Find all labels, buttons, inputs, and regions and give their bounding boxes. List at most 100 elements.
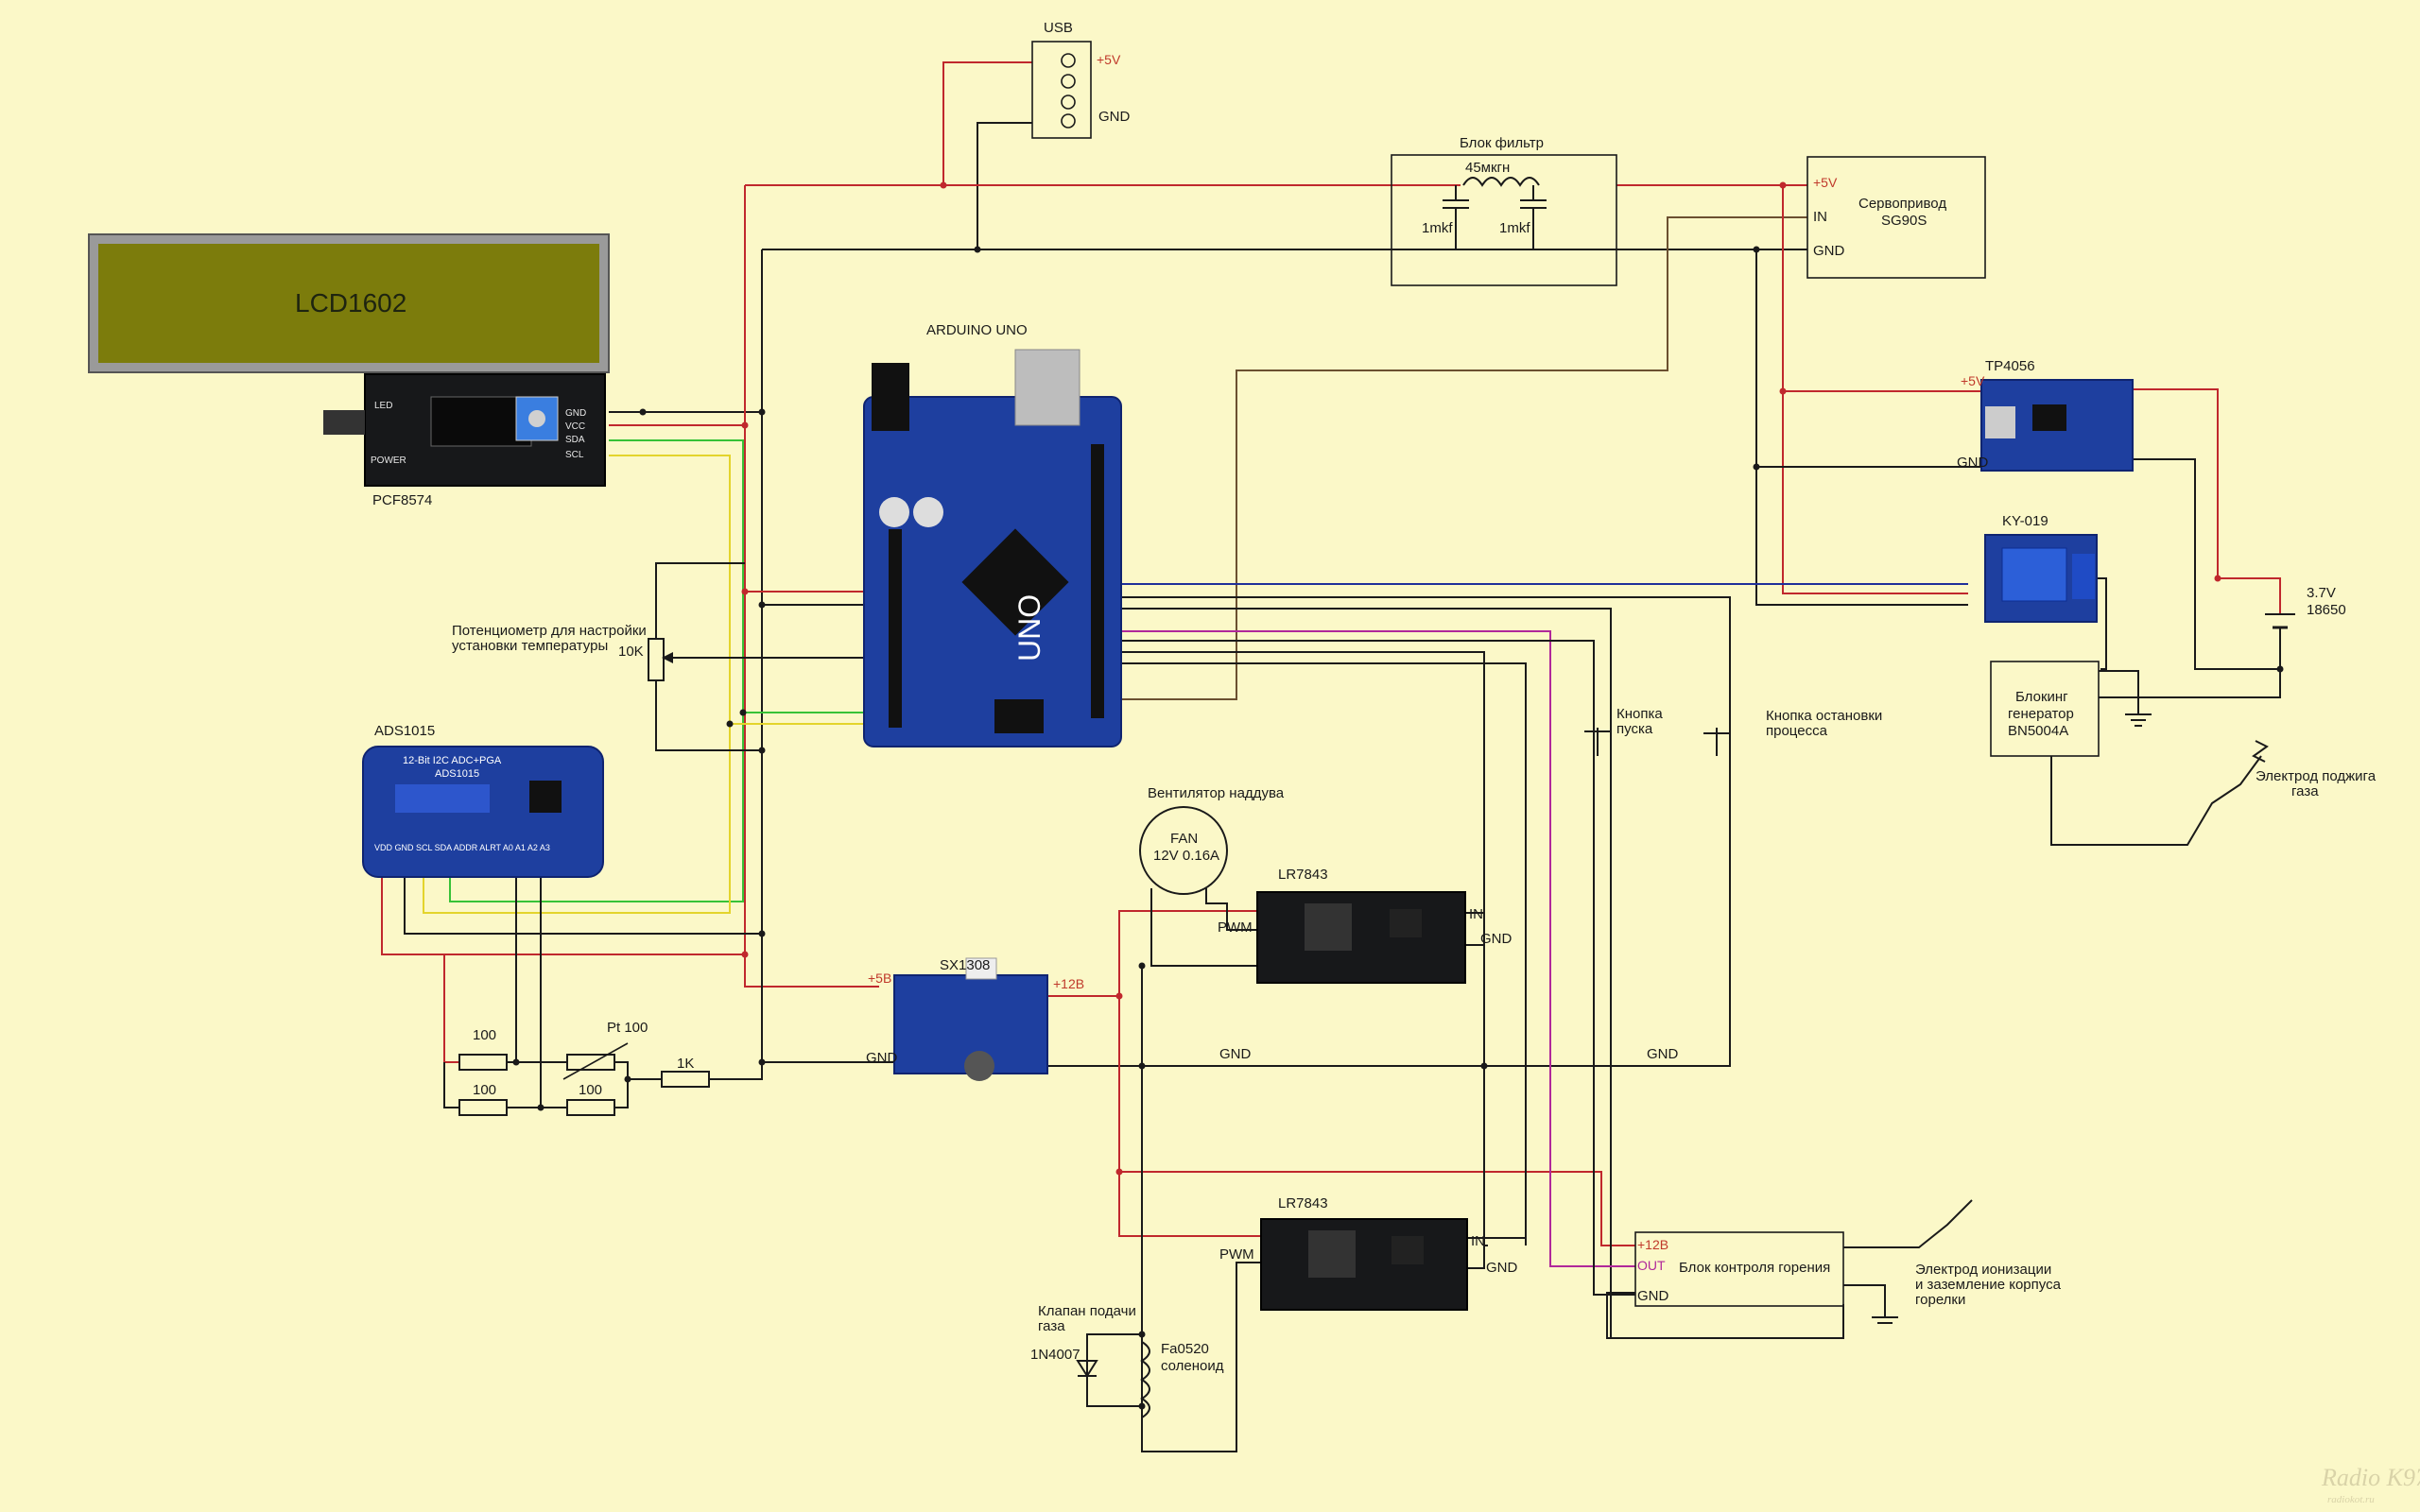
wire-bn-electrode xyxy=(2050,755,2262,846)
pcf-sda-label: SDA xyxy=(565,435,585,445)
wire-12v xyxy=(1047,995,1635,1246)
wire-fan-to-mosfet xyxy=(1205,888,1270,931)
wire-tp-out-plus xyxy=(2133,388,2281,614)
inductor-label: 45мкгн xyxy=(1465,160,1510,176)
wire-5v-left-trunk xyxy=(744,185,879,988)
ion-line1: Электрод ионизации xyxy=(1915,1262,2051,1278)
fan-line1: FAN xyxy=(1170,831,1198,847)
tp4056-module: TP4056 +5V GND xyxy=(1957,358,2134,472)
wire-ky-out xyxy=(2097,577,2107,670)
blocking-line3: BN5004A xyxy=(2008,723,2068,739)
sx1308-label: SX1308 xyxy=(940,957,990,973)
btn-start-line1: Кнопка xyxy=(1616,706,1663,722)
sx-5v-label: +5В xyxy=(868,971,891,986)
ads-board-line2: ADS1015 xyxy=(435,768,479,780)
gnd-mid-label: GND xyxy=(1219,1046,1252,1062)
flame-title: Блок контроля горения xyxy=(1679,1260,1830,1276)
filter-block: Блок фильтр 45мкгн 1mkf 1mkf xyxy=(1391,135,1617,286)
wire-m2-gnd xyxy=(1465,1066,1485,1269)
pot-value-label: 10K xyxy=(618,644,644,660)
wire-mosfet1-in xyxy=(1104,662,1527,1246)
sx-12v-label: +12В xyxy=(1053,976,1084,991)
wire-ref-1k xyxy=(709,1070,763,1080)
arduino-label: ARDUINO UNO xyxy=(926,322,1028,338)
wire-btn-start xyxy=(1104,608,1612,718)
wire-lcd-sda xyxy=(449,439,744,902)
valve-line1: Клапан подачи xyxy=(1038,1303,1136,1319)
ion-line3: горелки xyxy=(1915,1292,1965,1308)
flame-gnd-label: GND xyxy=(1637,1288,1669,1304)
ky019-relay-module: KY-019 xyxy=(1984,513,2098,623)
flame-out-label: OUT xyxy=(1637,1258,1666,1273)
tp-5v-label: +5V xyxy=(1961,373,1985,388)
inductor-icon xyxy=(1462,177,1540,187)
wire-btn-start-down xyxy=(1610,756,1615,1339)
ky019-label: KY-019 xyxy=(2002,513,2048,529)
resistor-icon xyxy=(566,1099,615,1116)
valve-line2: газа xyxy=(1038,1318,1065,1334)
btn-start-line2: пуска xyxy=(1616,721,1653,737)
wire-bn-gnd xyxy=(2099,696,2139,714)
servo-gnd-label: GND xyxy=(1813,243,1845,259)
fan-title: Вентилятор наддува xyxy=(1148,785,1285,801)
sx-gnd-label: GND xyxy=(866,1050,898,1066)
resistor-icon xyxy=(458,1054,508,1071)
wire-m1-in xyxy=(1461,652,1485,914)
ads1015-module: 12-Bit I2C ADC+PGA ADS1015 VDD GND SCL S… xyxy=(362,723,604,878)
btn-stop-line1: Кнопка остановки xyxy=(1766,708,1882,724)
flame-12v-label: +12В xyxy=(1637,1237,1668,1252)
sx1308-boost-converter: SX1308 +5В +12В GND xyxy=(866,957,1084,1081)
wire-flame-ion xyxy=(1843,1199,1973,1248)
wire-ref-pt xyxy=(614,1061,662,1080)
wire-flame-gnd xyxy=(1606,1292,1844,1339)
capacitor-icon xyxy=(1520,185,1547,249)
tp4056-label: TP4056 xyxy=(1985,358,2035,374)
lr1-in-label: IN xyxy=(1469,906,1483,922)
resistor-icon xyxy=(562,1042,629,1080)
battery-label-line1: 3.7V xyxy=(2307,585,2336,601)
resistor-icon xyxy=(661,1071,710,1088)
wire-battery-to-bn xyxy=(2099,669,2281,698)
lr1-label: LR7843 xyxy=(1278,867,1328,883)
wire-pot-top xyxy=(655,562,745,639)
r100b-label: 100 xyxy=(473,1082,496,1098)
servo-title-line2: SG90S xyxy=(1881,213,1927,229)
usb-5v-label: +5V xyxy=(1097,52,1121,67)
push-button-icon xyxy=(1703,718,1731,756)
wire-btn-stop xyxy=(1104,596,1731,718)
blocking-generator: Блокинг генератор BN5004A xyxy=(1990,661,2100,757)
wire-gnd-right xyxy=(1755,249,1968,606)
ads-pins-label: VDD GND SCL SDA ADDR ALRT A0 A1 A2 A3 xyxy=(374,843,550,852)
lr1-pwm-label: PWM xyxy=(1218,919,1253,936)
wire-usb-5v xyxy=(942,61,1066,185)
arduino-uno-board: UNO ARDUINO UNO xyxy=(863,322,1122,747)
gnd-right-label: GND xyxy=(1647,1046,1679,1062)
lr1-gnd-label: GND xyxy=(1480,931,1512,947)
diode-icon xyxy=(1076,1360,1098,1378)
capacitor-icon xyxy=(1443,185,1469,249)
wire-5v-right xyxy=(1782,185,1968,594)
resistor-icon xyxy=(458,1099,508,1116)
pot-label-line1: Потенциометр для настройки xyxy=(452,623,647,639)
watermark-small: radiokot.ru xyxy=(2327,1494,2375,1505)
lcd-label: LCD1602 xyxy=(295,288,406,318)
diode-label: 1N4007 xyxy=(1030,1347,1080,1363)
push-button-icon xyxy=(1584,718,1612,756)
wire-ads-gnd xyxy=(404,868,762,935)
usb-connector: USB +5V GND xyxy=(1031,20,1131,139)
coil-icon xyxy=(1140,1341,1150,1418)
btn-stop-line2: процесса xyxy=(1766,723,1828,739)
wire-sol-1 xyxy=(1141,966,1270,1452)
wire-lcd-scl xyxy=(423,455,731,914)
usb-gnd-label: GND xyxy=(1098,109,1131,125)
wire-arduino-relay xyxy=(1104,640,1635,1296)
lr2-in-label: IN xyxy=(1471,1233,1485,1249)
servo-5v-label: +5V xyxy=(1813,175,1838,190)
battery-label-line2: 18650 xyxy=(2307,602,2346,618)
lcd1602-display: LCD1602 xyxy=(88,233,610,373)
solenoid-line2: соленоид xyxy=(1161,1358,1224,1374)
ground-icon xyxy=(2125,713,2152,727)
pt100-label: Pt 100 xyxy=(607,1020,648,1036)
wire-ref-5v xyxy=(443,954,459,1063)
wire-pot-bottom xyxy=(655,680,762,751)
